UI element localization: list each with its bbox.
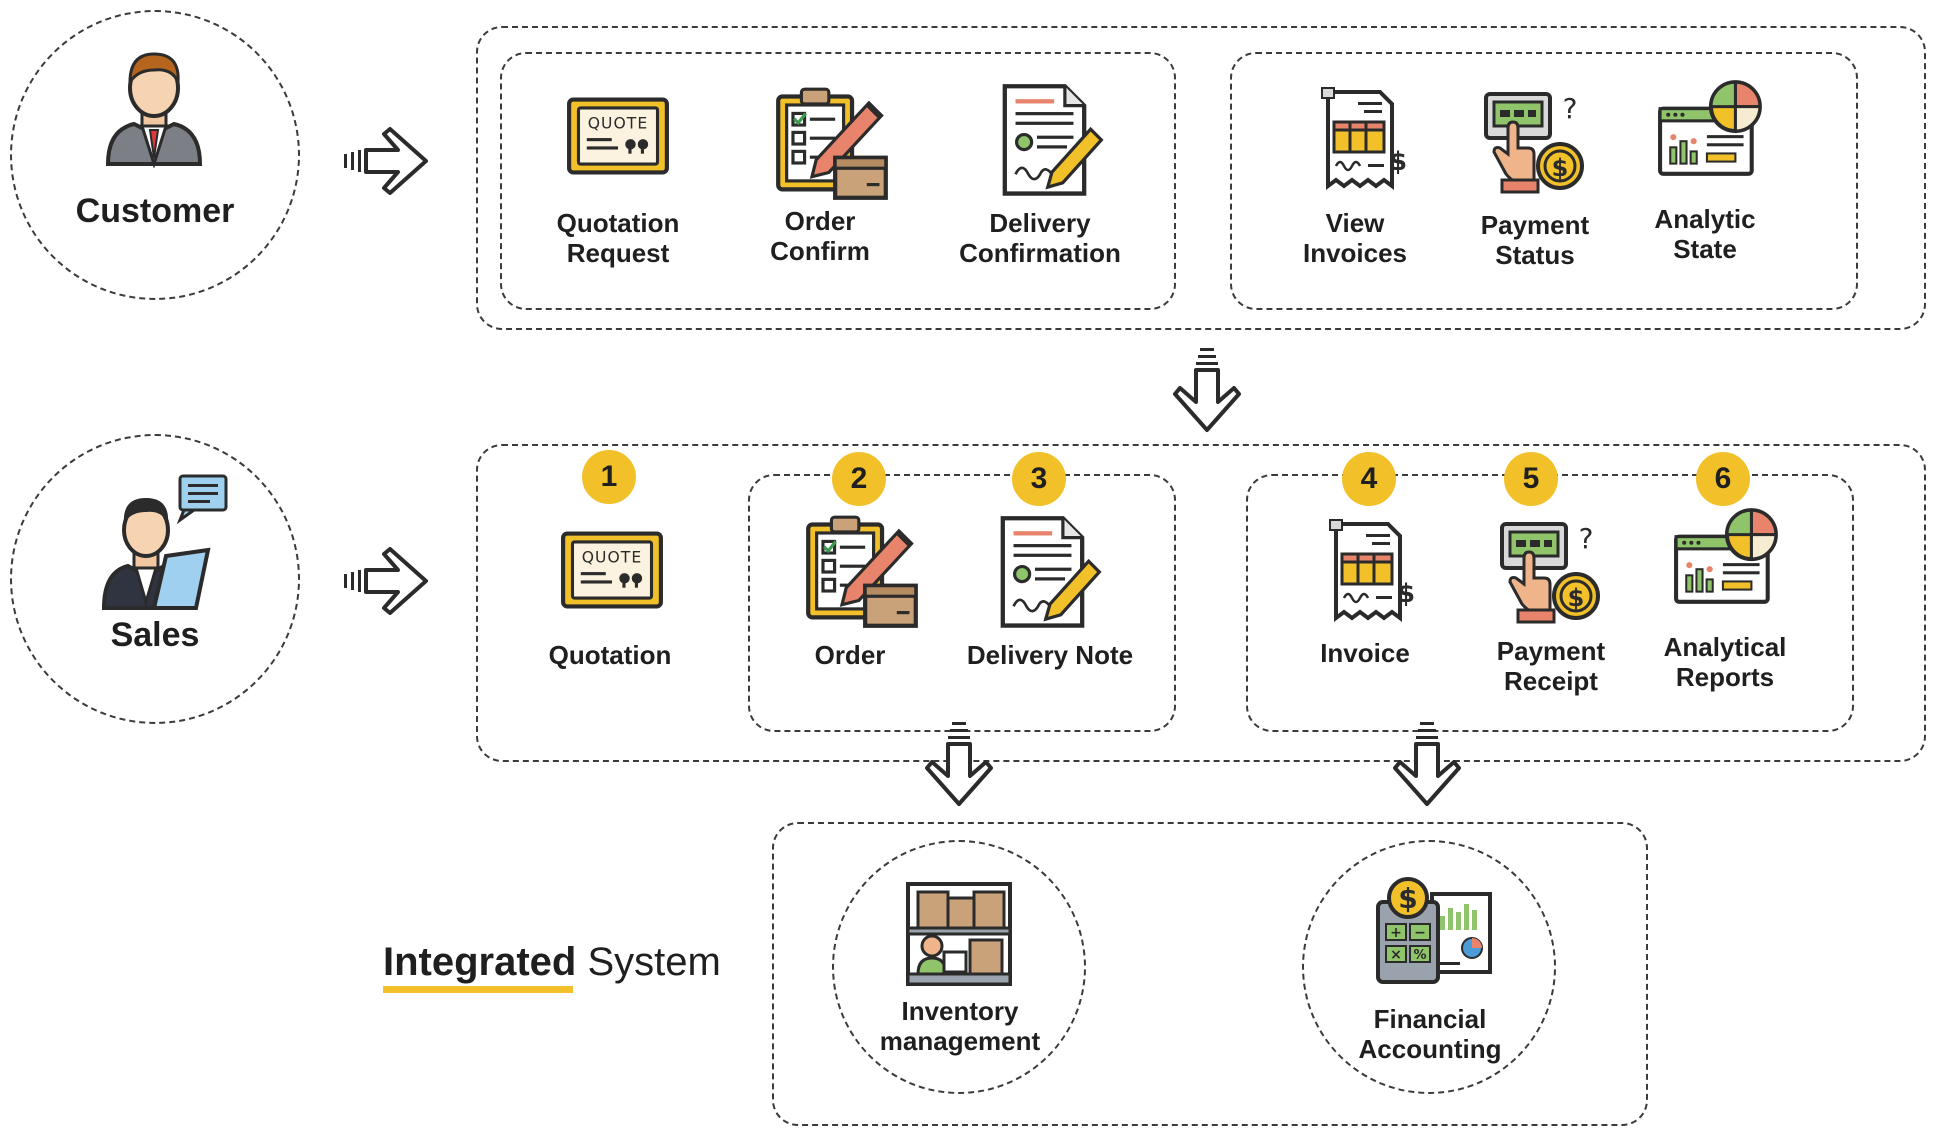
quotation-request-label: Quotation Request [556,208,680,268]
analytics-dashboard-icon [1672,506,1784,608]
analytical-reports-label: Analytical Reports [1663,632,1787,692]
quotation-label: Quotation [548,640,672,670]
customer-portal-panel [476,26,1926,330]
step-badge-5: 5 [1504,452,1558,506]
salesperson-icon [101,474,228,610]
customer-group-billing [1230,52,1858,310]
delivery-confirmation-label: Delivery Confirmation [959,208,1121,268]
payment-terminal-icon [1496,518,1606,628]
analytic-state-label: Analytic State [1654,204,1756,264]
invoice-icon [1318,86,1408,196]
calculator-report-icon [1374,876,1494,986]
inventory-module [832,840,1086,1094]
customer-actor [10,10,300,300]
customer-arrow-right-icon [342,126,432,196]
integrated-system-title: Integrated System [383,940,721,985]
payment-receipt-label: Payment Receipt [1496,636,1606,696]
quote-board-icon [566,96,670,176]
step-badge-4: 4 [1342,452,1396,506]
payment-status-label: Payment Status [1480,210,1590,270]
portal-to-sales-arrow-icon [1172,346,1242,436]
quote-board-icon [560,530,664,610]
payment-terminal-icon [1480,88,1590,198]
inventory-management-label: Inventory management [879,996,1041,1056]
order-confirm-label: Order Confirm [770,206,870,266]
integrated-title-rest: System [576,940,721,984]
checklist-clipboard-icon [804,514,920,630]
invoice-label: Invoice [1320,638,1410,668]
sales-label: Sales [110,616,200,654]
checklist-clipboard-icon [774,86,890,202]
view-invoices-label: View Invoices [1302,208,1408,268]
step-badge-2: 2 [832,452,886,506]
signed-document-icon [996,514,1104,632]
title-underline [383,986,573,993]
warehouse-icon [904,878,1014,988]
customer-label: Customer [75,192,235,230]
analytics-dashboard-icon [1656,78,1768,180]
integrated-system-panel [772,822,1648,1126]
sales-actor [10,434,300,724]
billing-to-accounting-arrow-icon [1392,720,1462,810]
fulfilment-to-inventory-arrow-icon [924,720,994,810]
financial-accounting-label: Financial Accounting [1358,1004,1502,1064]
order-label: Order [814,640,886,670]
integrated-title-bold: Integrated [383,940,577,984]
signed-document-icon [998,82,1106,200]
step-badge-3: 3 [1012,452,1066,506]
invoice-icon [1326,518,1416,628]
delivery-note-label: Delivery Note [966,640,1134,670]
step-badge-6: 6 [1696,452,1750,506]
sales-arrow-right-icon [342,546,432,616]
step-badge-1: 1 [582,450,636,504]
customer-group-orders [500,52,1176,310]
businessman-icon [105,52,203,168]
sales-workflow-panel [476,444,1926,762]
accounting-module [1302,840,1556,1094]
